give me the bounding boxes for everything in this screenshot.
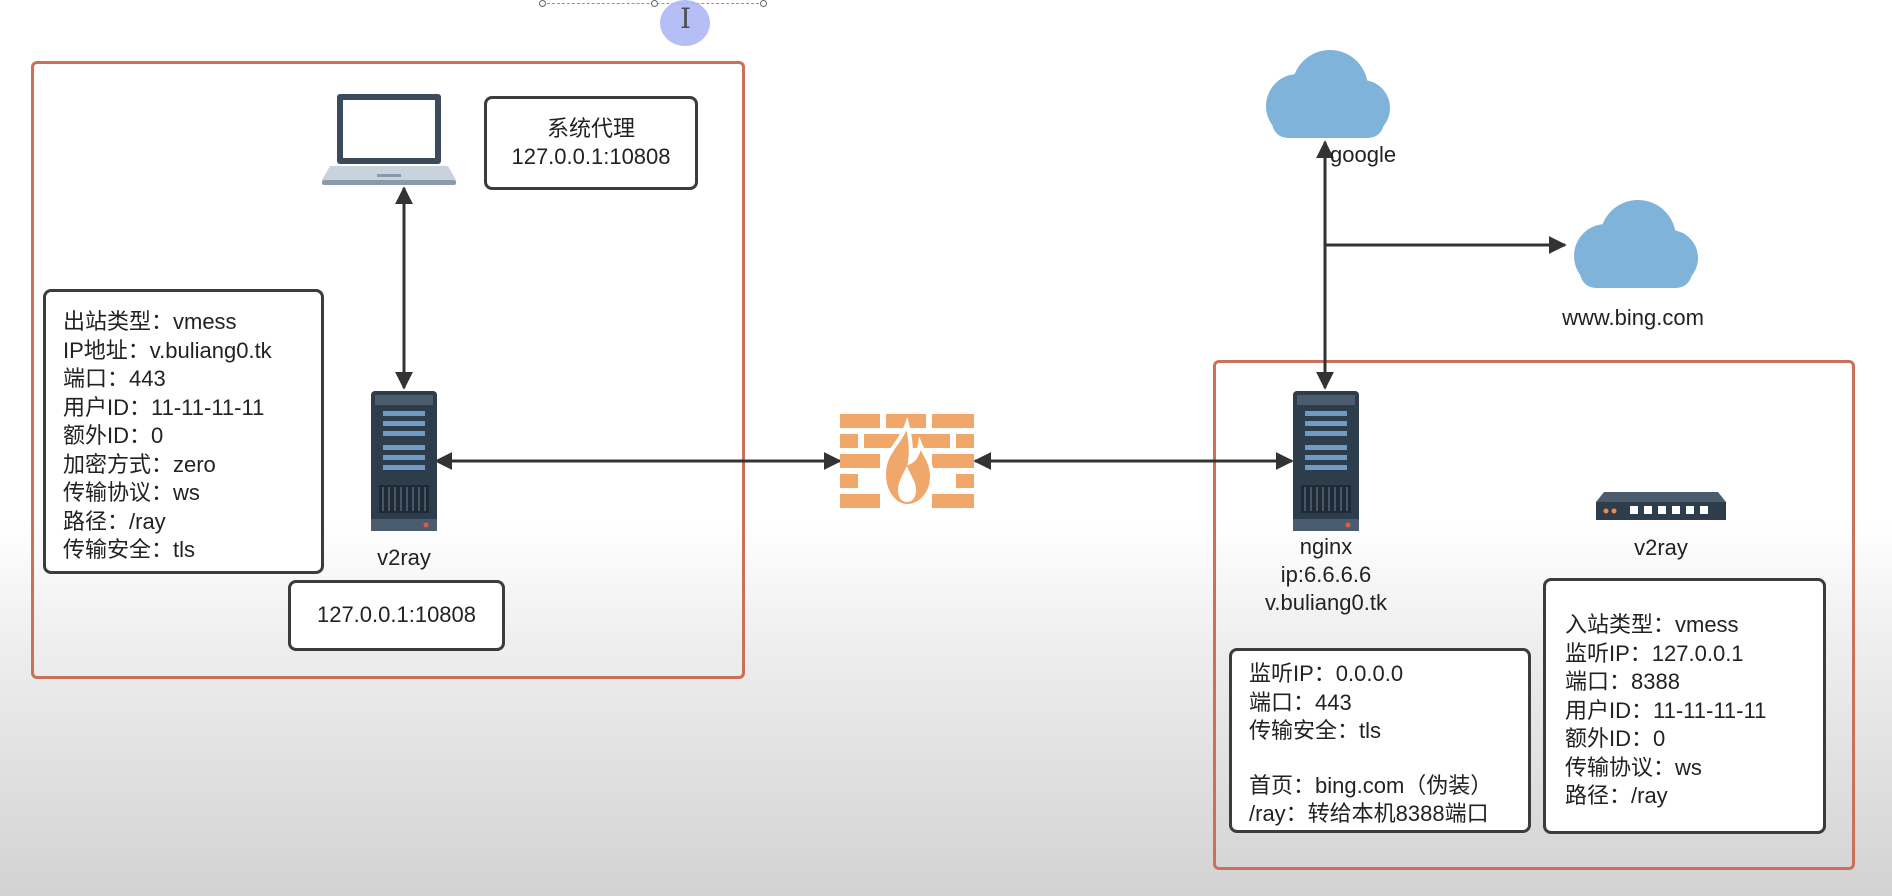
selection-handle[interactable] (760, 0, 767, 7)
nginx-path-forward: /ray：转给本机8388端口 (1249, 801, 1489, 826)
selection-handle[interactable] (651, 0, 658, 7)
inbound-transport: 传输协议：ws (1565, 754, 1702, 780)
server-v2ray-label: v2ray (1634, 535, 1688, 560)
outbound-port: 端口：443 (63, 366, 166, 391)
outbound-user-id: 用户ID：11-11-11-11 (63, 394, 265, 420)
nginx-port: 端口：443 (1249, 689, 1352, 715)
firewall-icon (840, 414, 974, 509)
outbound-ip: IP地址：v.buliang0.tk (63, 337, 272, 363)
inbound-config-box: 入站类型：vmess 监听IP：127.0.0.1 端口：8388 用户ID：1… (1543, 578, 1826, 834)
nginx-label: nginx ip:6.6.6.6 v.buliang0.tk (1226, 533, 1426, 617)
client-v2ray-label: v2ray (377, 545, 431, 570)
inbound-user-id: 用户ID：11-11-11-11 (1565, 697, 1767, 723)
outbound-alter-id: 额外ID：0 (63, 423, 164, 448)
local-port-box: 127.0.0.1:10808 (288, 580, 505, 651)
outbound-encryption: 加密方式：zero (63, 451, 216, 477)
system-proxy-title: 系统代理 (546, 115, 635, 141)
cloud-icon (1266, 50, 1390, 138)
selection-handle[interactable] (539, 0, 546, 7)
inbound-port: 端口：8388 (1565, 669, 1680, 694)
outbound-transport: 传输协议：ws (63, 480, 200, 505)
local-port-address: 127.0.0.1:10808 (316, 602, 477, 628)
nginx-config-box: 监听IP：0.0.0.0 端口：443 传输安全：tls 首页：bing.com… (1229, 648, 1531, 833)
inbound-type: 入站类型：vmess (1565, 612, 1739, 637)
laptop-icon (322, 94, 456, 185)
server-icon (1293, 391, 1359, 531)
server-group-frame (1213, 360, 1855, 870)
nginx-name: nginx (1299, 534, 1353, 559)
nginx-spacer (1249, 746, 1528, 772)
inbound-path: 路径：/ray (1565, 783, 1668, 808)
client-group-frame (31, 61, 745, 679)
google-label: google (1330, 142, 1397, 167)
network-switch-icon (1596, 492, 1726, 520)
nginx-listen-ip: 监听IP：0.0.0.0 (1249, 661, 1404, 686)
nginx-security: 传输安全：tls (1249, 718, 1382, 743)
system-proxy-address: 127.0.0.1:10808 (511, 144, 671, 169)
outbound-security: 传输安全：tls (63, 537, 196, 562)
nginx-ip: ip:6.6.6.6 (1280, 562, 1372, 587)
bing-label: www.bing.com (1562, 305, 1704, 330)
cloud-icon (1574, 200, 1698, 288)
inbound-alter-id: 额外ID：0 (1565, 726, 1666, 751)
system-proxy-box: 系统代理 127.0.0.1:10808 (484, 96, 698, 190)
server-icon (371, 391, 437, 531)
nginx-domain: v.buliang0.tk (1265, 590, 1387, 615)
inbound-listen-ip: 监听IP：127.0.0.1 (1565, 640, 1744, 666)
outbound-config-box: 出站类型：vmess IP地址：v.buliang0.tk 端口：443 用户I… (43, 289, 324, 574)
outbound-path: 路径：/ray (63, 508, 166, 534)
outbound-type: 出站类型：vmess (63, 309, 237, 334)
nginx-homepage: 首页：bing.com（伪装） (1249, 772, 1493, 798)
text-cursor-icon: I (660, 0, 710, 46)
